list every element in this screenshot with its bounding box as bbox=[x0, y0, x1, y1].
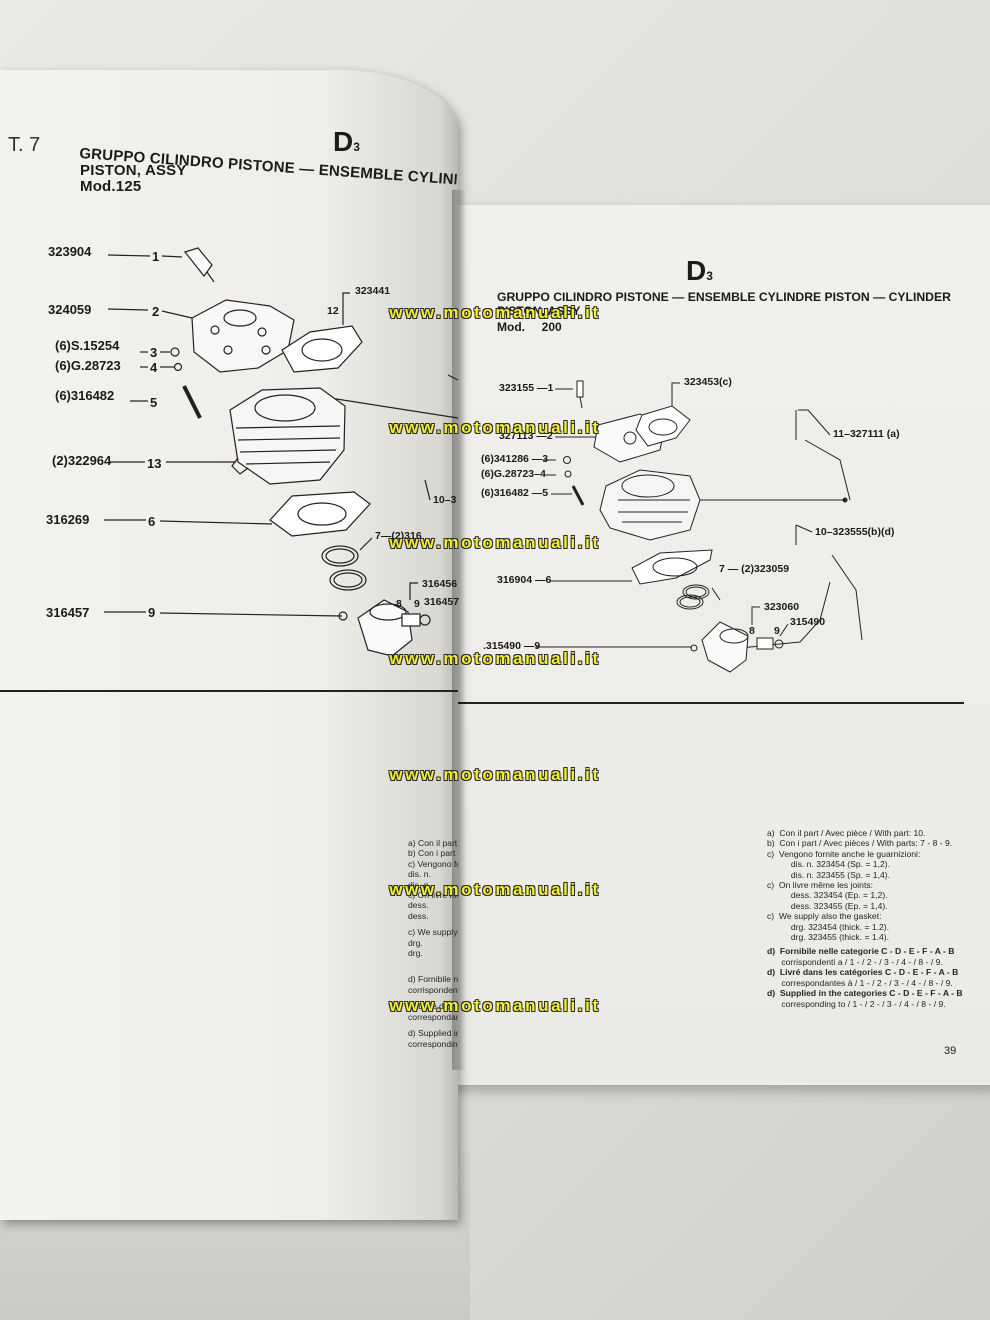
right-note-line: dess. 323454 (Ep. = 1,2). bbox=[767, 890, 888, 901]
left-part-index: 6 bbox=[148, 514, 156, 529]
watermark: www.motomanuali.it bbox=[389, 765, 601, 784]
right-note-line: c) We supply also the gasket: bbox=[767, 911, 882, 922]
watermark: www.motomanuali.it bbox=[389, 418, 601, 437]
left-note-line: dess. bbox=[408, 900, 429, 911]
left-part-label: 324059 bbox=[48, 302, 92, 317]
right-note-line: corrispondenti a / 1 - / 2 - / 3 - / 4 -… bbox=[767, 956, 943, 967]
left-section-letter: D3 bbox=[333, 126, 360, 157]
left-note-line: drg. bbox=[408, 937, 423, 948]
right-callout-9: 9 bbox=[774, 625, 780, 637]
left-divider bbox=[0, 690, 458, 692]
left-part-label: 316457 bbox=[46, 605, 90, 620]
right-model: Mod. 200 bbox=[497, 320, 562, 334]
right-note-line: drg. 323455 (thick. = 1.4). bbox=[767, 932, 890, 943]
left-part-label: 323904 bbox=[48, 244, 92, 259]
left-part-index: 3 bbox=[150, 345, 158, 360]
left-note-line: d) Fornibile nelle bbox=[408, 974, 458, 985]
right-note-line: b) Con i part / Avec pièces / With parts… bbox=[767, 838, 953, 849]
right-callout-cylinder: 11–327111 (a) bbox=[833, 428, 900, 440]
left-part-label: 316269 bbox=[46, 512, 90, 527]
left-note-line: c) Vengono fornite bbox=[408, 858, 458, 869]
left-note-line: a) Con il part / Avec bbox=[408, 838, 458, 848]
left-callout: 9 bbox=[414, 598, 420, 610]
left-note-line: dis. n. bbox=[408, 869, 431, 880]
right-note-line: dis. n. 323454 (Sp. = 1,2). bbox=[767, 859, 891, 870]
right-callout-pin: 323060 bbox=[764, 601, 800, 613]
right-section-letter: D3 bbox=[686, 255, 713, 286]
left-note-line: corresponding bbox=[408, 1038, 458, 1049]
right-note-line: c) Vengono fornite anche le guarnizioni: bbox=[767, 848, 921, 859]
right-part-2: 327113 —2 bbox=[499, 430, 553, 442]
right-part-3: (6)341286 —3 bbox=[481, 453, 549, 465]
right-title-line2: PISTON, ASSY bbox=[497, 304, 581, 318]
right-callout-8: 8 bbox=[749, 625, 755, 637]
left-callout: 8 bbox=[396, 598, 402, 610]
right-callout-head-gasket: 323453(c) bbox=[684, 376, 732, 388]
right-note-line: dess. 323455 (Ep. = 1,4). bbox=[767, 900, 888, 911]
left-part-index: 13 bbox=[147, 456, 162, 471]
right-note-line: c) On livre même les joints: bbox=[767, 880, 874, 891]
right-part-5: (6)316482 —5 bbox=[481, 487, 549, 499]
left-callout: 316456 bbox=[422, 578, 458, 590]
left-note-line: drg. bbox=[408, 948, 423, 959]
left-title-line2: PISTON, ASSY bbox=[80, 162, 187, 179]
right-part-9: .315490 —9 bbox=[483, 640, 541, 652]
right-note-line: d) Supplied in the categories C - D - E … bbox=[767, 988, 963, 999]
right-part-4: (6)G.28723–4 bbox=[481, 468, 546, 480]
right-note-line: d) Fornibile nelle categorie C - D - E -… bbox=[767, 946, 955, 957]
watermark: www.motomanuali.it bbox=[389, 303, 601, 322]
right-note-line: drg. 323454 (thick. = 1.2). bbox=[767, 921, 890, 932]
left-note-line: correspondantes bbox=[408, 1011, 458, 1022]
right-note-line: d) Livré dans les catégories C - D - E -… bbox=[767, 967, 959, 978]
left-model: Mod.125 bbox=[80, 178, 142, 195]
left-note-line: c) We supply als bbox=[408, 927, 458, 938]
left-part-index: 4 bbox=[150, 360, 158, 375]
left-note-line: corrispondenti bbox=[408, 984, 458, 995]
left-part-label: (6)316482 bbox=[55, 388, 115, 403]
watermark: www.motomanuali.it bbox=[389, 533, 601, 552]
page-number: 39 bbox=[944, 1045, 957, 1057]
left-note-line: dis. n. bbox=[408, 879, 431, 890]
right-callout-clip: 315490 bbox=[790, 616, 826, 628]
left-part-label: (6)G.28723 bbox=[55, 358, 121, 373]
left-callout: 7—(2)316 bbox=[375, 530, 422, 542]
left-notes-partial: a) Con il part / Avec b) Con i part / Av… bbox=[408, 838, 458, 1049]
left-table-ref: T. 7 bbox=[8, 134, 41, 156]
right-notes: a) Con il part / Avec pièce / With part:… bbox=[767, 828, 963, 1009]
left-part-label: (2)322964 bbox=[52, 453, 112, 468]
watermark: www.motomanuali.it bbox=[389, 880, 601, 899]
left-part-index: 2 bbox=[152, 304, 160, 319]
right-title-line1: GRUPPO CILINDRO PISTONE — ENSEMBLE CYLIN… bbox=[497, 290, 951, 304]
right-note-line: corresponding to / 1 - / 2 - / 3 - / 4 -… bbox=[767, 998, 946, 1009]
left-callout: 10–3 bbox=[433, 494, 457, 506]
book-gutter-shadow bbox=[452, 190, 466, 1070]
right-note-line: dis. n. 323455 (Sp. = 1,4). bbox=[767, 869, 891, 880]
left-part-index: 1 bbox=[152, 249, 160, 264]
left-note-line: d) Livré dans les bbox=[408, 1001, 458, 1012]
right-divider bbox=[458, 702, 964, 704]
left-part-index: 5 bbox=[150, 395, 158, 410]
right-note-line: a) Con il part / Avec pièce / With part:… bbox=[767, 828, 926, 838]
left-callout: 316457 bbox=[424, 596, 460, 608]
left-note-line: d) Supplied in the bbox=[408, 1028, 458, 1039]
watermark: www.motomanuali.it bbox=[389, 996, 601, 1015]
right-callout-base: 10–323555(b)(d) bbox=[815, 526, 895, 538]
left-note-line: c) On livre mêm bbox=[408, 890, 458, 901]
right-note-line: correspondantes à / 1 - / 2 - / 3 - / 4 … bbox=[767, 977, 953, 988]
left-part-label: (6)S.15254 bbox=[55, 338, 120, 353]
right-part-1: 323155 —1 bbox=[499, 382, 554, 394]
left-note-line: dess. bbox=[408, 910, 429, 921]
left-callout: 323441 bbox=[355, 285, 391, 297]
watermark: www.motomanuali.it bbox=[389, 649, 601, 668]
left-part-index: 9 bbox=[148, 605, 156, 620]
left-note-line: b) Con i part / Avec p bbox=[408, 848, 458, 859]
right-callout-rings: 7 — (2)323059 bbox=[719, 563, 790, 575]
right-part-6: 316904 —6 bbox=[497, 574, 552, 586]
left-callout: 12 bbox=[327, 305, 339, 317]
